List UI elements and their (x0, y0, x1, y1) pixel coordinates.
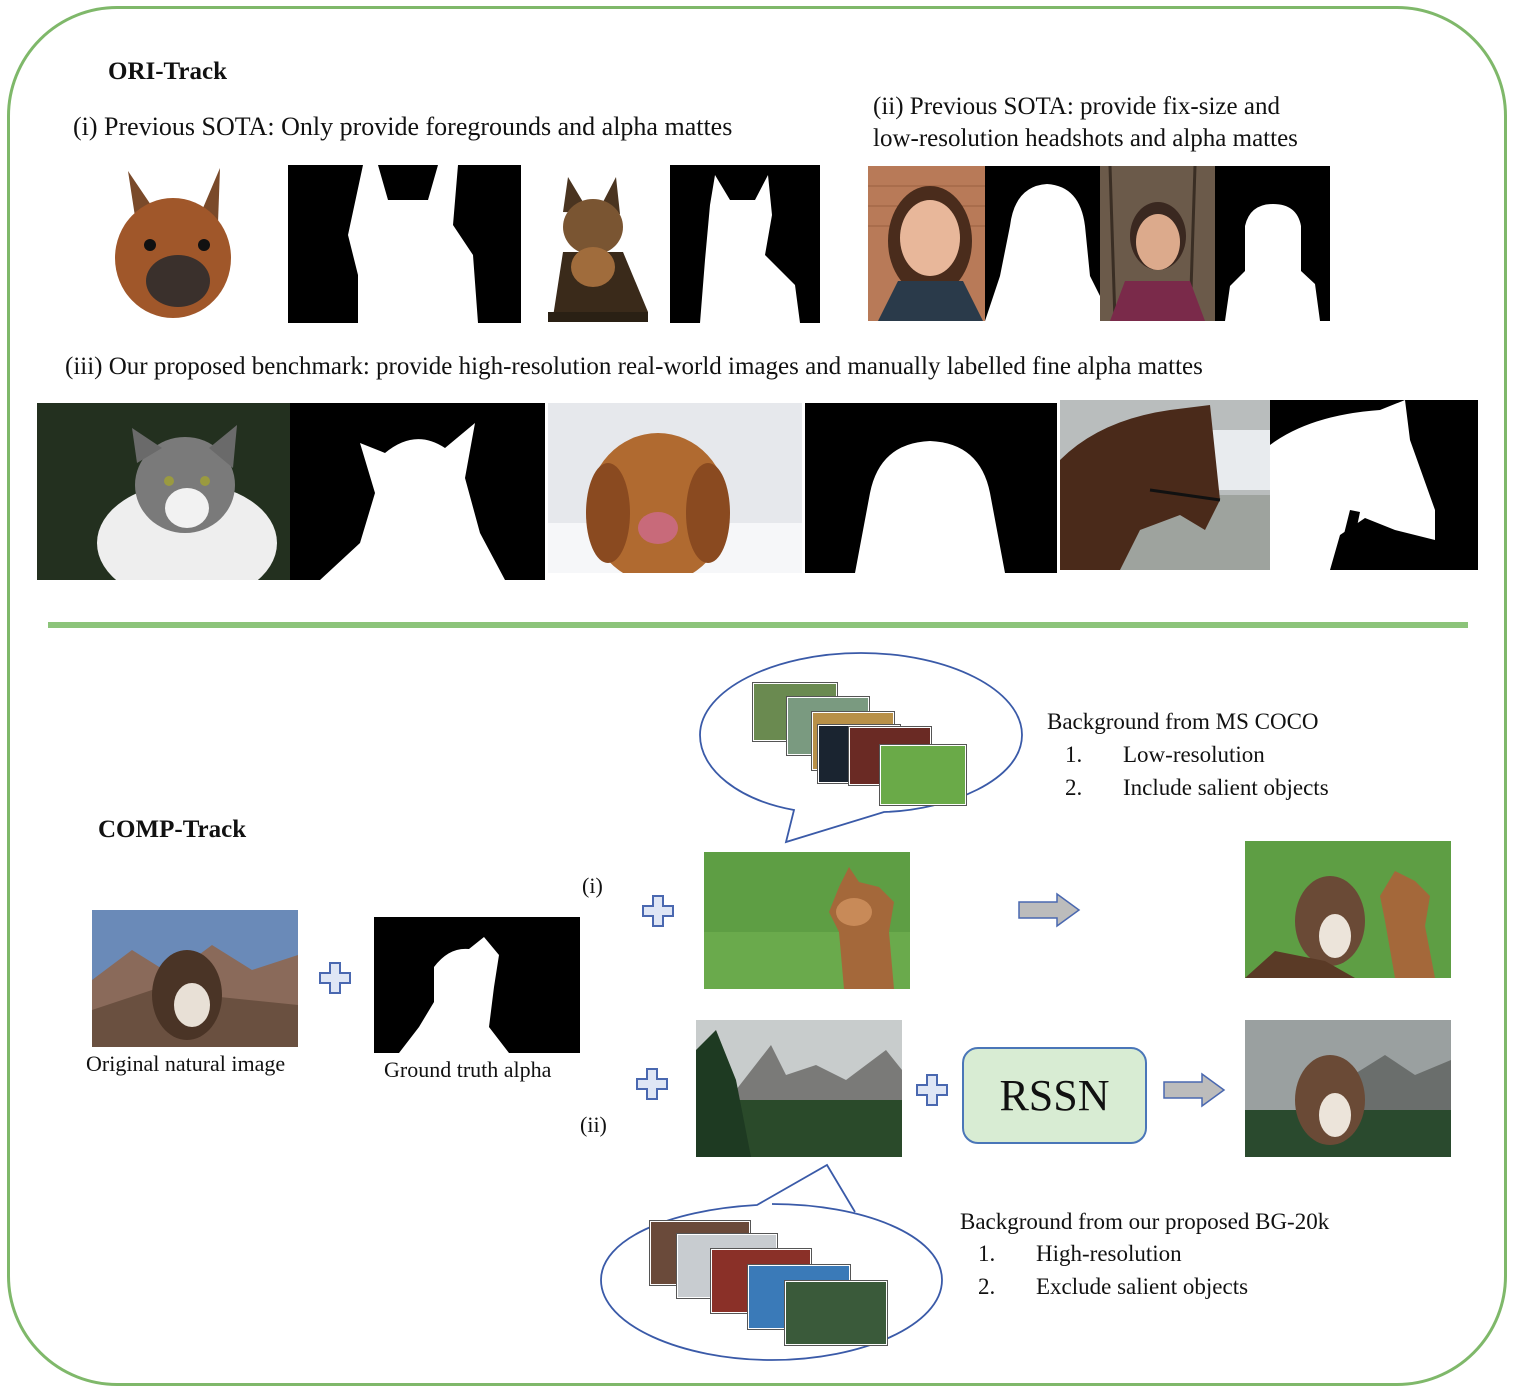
headshot-2-alpha-matte (1215, 166, 1330, 321)
bg20k-thumb-valley (785, 1281, 887, 1345)
dog-foreground-image (538, 172, 656, 322)
horse-image (1060, 400, 1270, 570)
woman-headshot-2 (1100, 166, 1215, 321)
coco-item-2: 2. Include salient objects (1047, 771, 1329, 804)
golden-dog-image (548, 403, 802, 573)
coco-item-1-text: Low-resolution (1123, 742, 1265, 767)
ori-caption-i: (i) Previous SOTA: Only provide foregrou… (73, 112, 733, 141)
composite-result-rssn (1245, 1020, 1451, 1157)
coco-heading: Background from MS COCO (1047, 709, 1319, 734)
composite-result-coco (1245, 841, 1451, 978)
coco-item-2-text: Include salient objects (1123, 775, 1329, 800)
bg20k-item-1-text: High-resolution (1036, 1241, 1182, 1266)
coco-background-alpaca-image (704, 852, 910, 989)
alpha-caption: Ground truth alpha (384, 1057, 552, 1082)
golden-dog-alpha-matte (805, 403, 1057, 573)
cat-alpha-matte (290, 403, 545, 580)
coco-thumb-alpaca (880, 745, 966, 805)
bg20k-item-2-num: 2. (978, 1274, 996, 1299)
headshot-1-alpha-matte (985, 166, 1100, 321)
plus-icon-3 (636, 1068, 668, 1100)
original-image-caption: Original natural image (86, 1051, 286, 1076)
outer-frame (7, 6, 1507, 1386)
plus-icon-4 (916, 1074, 948, 1106)
coco-item-1-num: 1. (1065, 742, 1083, 767)
bg20k-item-1-num: 1. (978, 1241, 996, 1266)
arrow-right-icon-2 (1163, 1072, 1226, 1108)
ori-caption-ii-line1: (ii) Previous SOTA: provide fix-size and (873, 93, 1280, 120)
ori-track-title: ORI-Track (108, 58, 227, 85)
coco-item-2-num: 2. (1065, 775, 1083, 800)
bg20k-item-1: 1. High-resolution (960, 1237, 1182, 1270)
bg20k-item-2-text: Exclude salient objects (1036, 1274, 1249, 1299)
section-divider (48, 622, 1468, 628)
dog-alpha-matte (670, 165, 820, 323)
rssn-module: RSSN (962, 1047, 1147, 1144)
ori-caption-ii-line2: low-resolution headshots and alpha matte… (873, 125, 1298, 152)
original-natural-image (92, 910, 298, 1047)
ground-truth-alpha-matte (374, 917, 580, 1053)
bg20k-background-valley-image (696, 1020, 902, 1157)
comp-track-title: COMP-Track (98, 816, 247, 843)
path-label-ii: (ii) (580, 1112, 607, 1137)
ori-caption-iii: (iii) Our proposed benchmark: provide hi… (65, 353, 1203, 380)
horse-alpha-matte (1270, 400, 1478, 570)
path-label-i: (i) (582, 873, 603, 898)
coco-item-1: 1. Low-resolution (1047, 738, 1265, 771)
arrow-right-icon-1 (1018, 892, 1081, 928)
woman-headshot-1 (868, 166, 985, 321)
plus-icon-2 (642, 895, 674, 927)
bg20k-heading: Background from our proposed BG-20k (960, 1209, 1330, 1234)
plus-icon-1 (319, 962, 351, 994)
bg20k-item-2: 2. Exclude salient objects (960, 1270, 1248, 1303)
llama-foreground-image (108, 163, 238, 323)
llama-alpha-matte (288, 165, 521, 323)
cat-image (37, 403, 290, 580)
